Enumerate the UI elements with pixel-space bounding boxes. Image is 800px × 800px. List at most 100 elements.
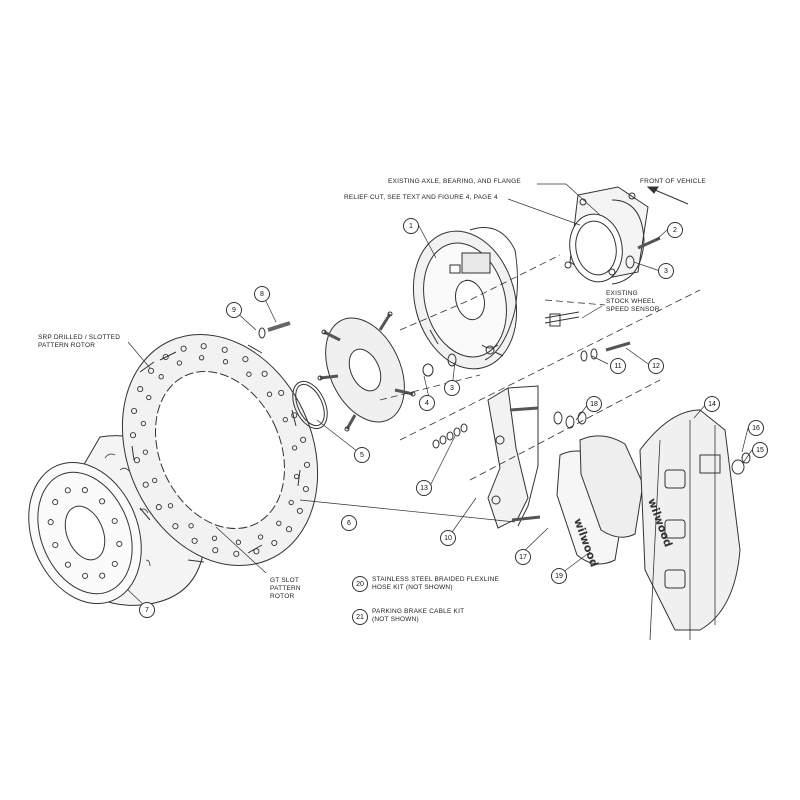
label-srp-2: PATTERN ROTOR <box>38 342 96 349</box>
label-sensor-3: SPEED SENSOR <box>606 306 660 313</box>
callout-8: 8 <box>254 286 270 302</box>
rotor-drill-hole <box>158 374 164 380</box>
callout-4: 4 <box>419 395 435 411</box>
rotor-drill-hole <box>198 355 205 361</box>
drum-bolt-hole <box>81 487 88 494</box>
rotor-drill-hole <box>303 461 311 468</box>
drum-bolt-hole <box>99 498 106 505</box>
rotor-drill-hole <box>131 407 138 415</box>
rotor-drill-hole <box>142 449 149 455</box>
drum-bolt-hole <box>99 572 106 579</box>
rotor-drill-hole <box>302 485 309 493</box>
rotor-drill-hole <box>133 457 140 464</box>
rotor-drill-hole <box>257 534 264 540</box>
label-front: FRONT OF VEHICLE <box>640 178 706 185</box>
rotor-drill-hole <box>142 481 149 488</box>
rotor-drill-hole <box>282 416 288 423</box>
rotor-drill-hole <box>176 360 183 366</box>
parking-brake-assembly <box>412 227 580 370</box>
label-srp-1: SRP DRILLED / SLOTTED <box>38 334 121 341</box>
rotor-drill-hole <box>300 436 307 443</box>
rotor-drill-hole <box>129 432 137 439</box>
caliper-washer <box>741 452 751 464</box>
rotor-drill-hole <box>266 391 273 397</box>
rotor-drill-hole <box>147 367 155 374</box>
caliper-bracket <box>487 385 541 529</box>
rotor-bolt <box>267 321 291 332</box>
brake-pads: wilwood <box>556 435 644 569</box>
label-note21-2: (NOT SHOWN) <box>372 616 419 623</box>
callout-3-flange: 3 <box>658 263 674 279</box>
label-sensor-1: EXISTING <box>606 290 638 297</box>
label-gt-1: GT SLOT <box>270 577 300 584</box>
shim-stack <box>432 423 468 449</box>
rotor-drill-hole <box>188 523 194 529</box>
rotor-drill-hole <box>212 547 219 554</box>
callout-13: 13 <box>416 480 432 496</box>
rotor-drill-hole <box>211 535 218 541</box>
label-gt-2: PATTERN <box>270 585 301 592</box>
bolt-washer-a <box>580 350 588 362</box>
rotor-drill-hole <box>288 499 294 506</box>
rotor-drill-hole <box>276 520 282 526</box>
drum-bolt-hole <box>52 499 59 506</box>
drum-bolt-hole <box>47 519 54 526</box>
bracket-washers <box>553 411 587 429</box>
label-note20-2: HOSE KIT (NOT SHOWN) <box>372 584 453 591</box>
rotor-drill-hole <box>221 346 228 353</box>
rotor-drill-hole <box>242 356 249 363</box>
rotor-drill-hole <box>233 550 240 557</box>
callout-19: 19 <box>551 568 567 584</box>
drum-bolt-hole <box>64 561 71 568</box>
front-arrow <box>646 186 689 205</box>
callout-9: 9 <box>226 302 242 318</box>
rotor-drill-hole <box>172 523 179 530</box>
callout-12: 12 <box>648 358 664 374</box>
drum-bolt-hole <box>52 541 59 549</box>
hub-washer <box>447 353 457 367</box>
assembly-lines <box>379 254 701 481</box>
rotor-washer <box>258 327 266 339</box>
rotor-drill-hole <box>271 539 278 547</box>
label-relief: RELIEF CUT, SEE TEXT AND FIGURE 4, PAGE … <box>344 194 498 201</box>
callout-16: 16 <box>748 420 764 436</box>
callout-6: 6 <box>341 515 357 531</box>
callout-3-hub: 3 <box>444 380 460 396</box>
rotor-drill-hole <box>296 507 303 514</box>
rotor-drill-hole <box>235 539 242 545</box>
label-axle: EXISTING AXLE, BEARING, AND FLANGE <box>388 178 521 185</box>
label-note21-1: PARKING BRAKE CABLE KIT <box>372 608 465 615</box>
rotor-drill-hole <box>140 420 147 427</box>
hub-nut <box>422 363 434 377</box>
callout-17: 17 <box>515 549 531 565</box>
drum-bolt-hole <box>111 560 118 567</box>
label-sensor-2: STOCK WHEEL <box>606 298 656 305</box>
bolt-washer-b <box>590 348 598 360</box>
rotor-drill-hole <box>278 389 285 396</box>
rotor-drill-hole <box>137 386 144 393</box>
callout-7: 7 <box>139 602 155 618</box>
callout-10: 10 <box>440 530 456 546</box>
rotor-drill-hole <box>222 359 229 365</box>
leader-lines <box>127 183 753 609</box>
rotor-drill-hole <box>261 370 268 377</box>
drum-bolt-hole <box>111 517 118 525</box>
callout-18: 18 <box>586 396 602 412</box>
label-gt-3: ROTOR <box>270 593 295 600</box>
callout-1: 1 <box>403 218 419 234</box>
rotor-drill-hole <box>180 345 187 352</box>
rotor-drill-hole <box>200 343 207 350</box>
bracket-bolt <box>605 341 631 352</box>
hub-adapter <box>317 311 416 432</box>
callout-20: 20 <box>352 576 368 592</box>
rotor-drill-hole <box>246 371 252 377</box>
rotor-drill-hole <box>152 477 158 484</box>
callout-2: 2 <box>667 222 683 238</box>
o-ring <box>292 380 328 430</box>
drum-bolt-hole <box>64 487 71 494</box>
rotor-drill-hole <box>291 445 298 451</box>
callout-15: 15 <box>752 442 768 458</box>
rotor <box>121 334 319 566</box>
